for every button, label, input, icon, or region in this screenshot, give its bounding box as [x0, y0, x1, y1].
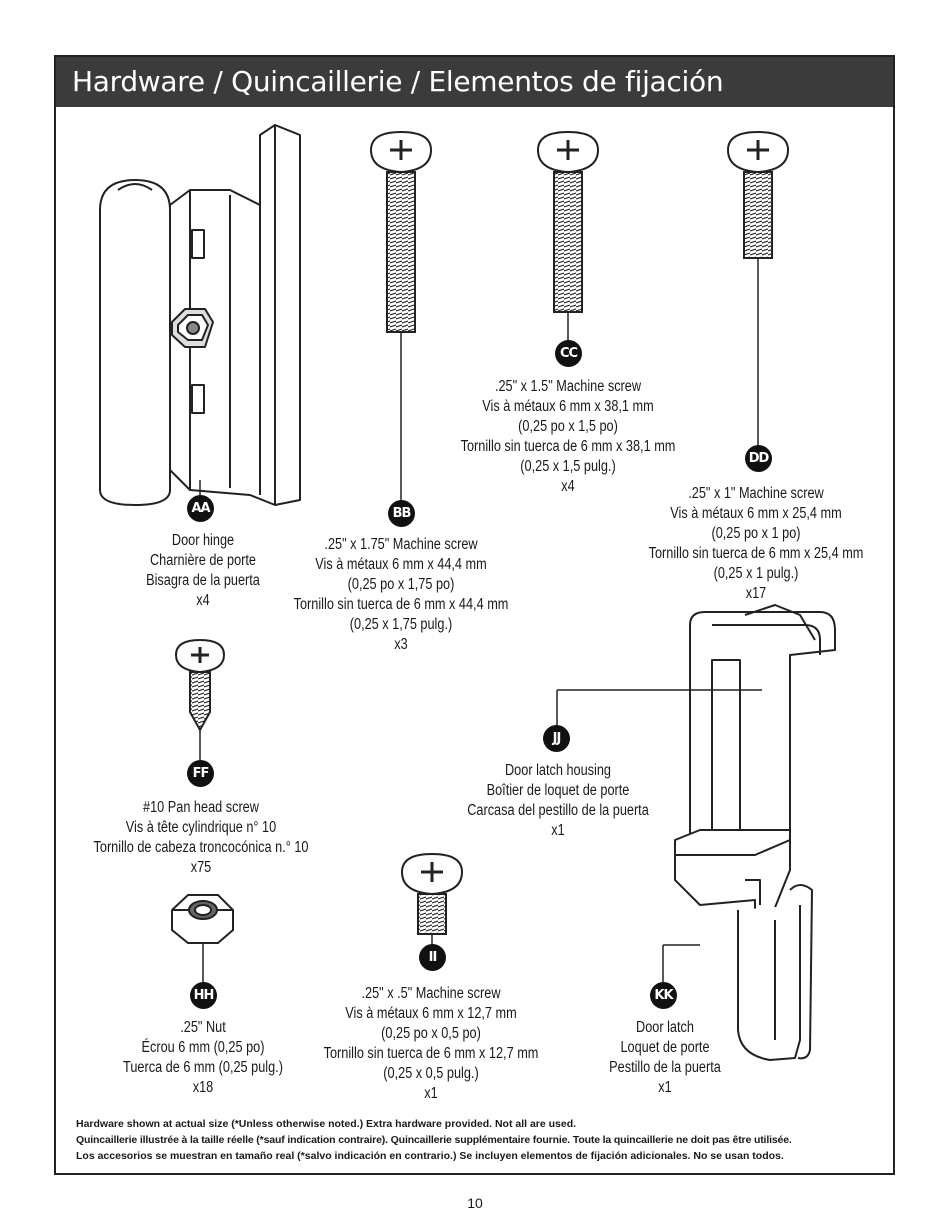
- badge-aa: AA: [187, 495, 214, 522]
- badge-cc: CC: [555, 340, 582, 367]
- badge-ff: FF: [187, 760, 214, 787]
- header-bar: Hardware / Quincaillerie / Elementos de …: [56, 57, 893, 107]
- door-latch-icon: [674, 604, 836, 1061]
- door-hinge-icon: [99, 124, 301, 506]
- pan-head-screw-icon: [174, 638, 226, 760]
- page-number: 10: [467, 1195, 483, 1211]
- page-frame: [54, 55, 895, 1175]
- footnote-spanish: Los accesorios se muestran en tamaño rea…: [76, 1150, 784, 1162]
- badge-hh: HH: [190, 982, 217, 1009]
- badge-dd: DD: [745, 445, 772, 472]
- badge-jj: JJ: [543, 725, 570, 752]
- page-title: Hardware / Quincaillerie / Elementos de …: [72, 65, 724, 98]
- badge-bb: BB: [388, 500, 415, 527]
- machine-screw-bb-icon: [369, 130, 433, 500]
- machine-screw-dd-icon: [726, 130, 790, 445]
- badge-kk: KK: [650, 982, 677, 1009]
- machine-screw-ii-icon: [400, 852, 464, 945]
- hex-nut-icon: [171, 894, 234, 982]
- machine-screw-cc-icon: [536, 130, 600, 342]
- badge-ii: II: [419, 944, 446, 971]
- footnote-french: Quincaillerie illustrée à la taille réel…: [76, 1134, 792, 1146]
- footnote-english: Hardware shown at actual size (*Unless o…: [76, 1118, 577, 1130]
